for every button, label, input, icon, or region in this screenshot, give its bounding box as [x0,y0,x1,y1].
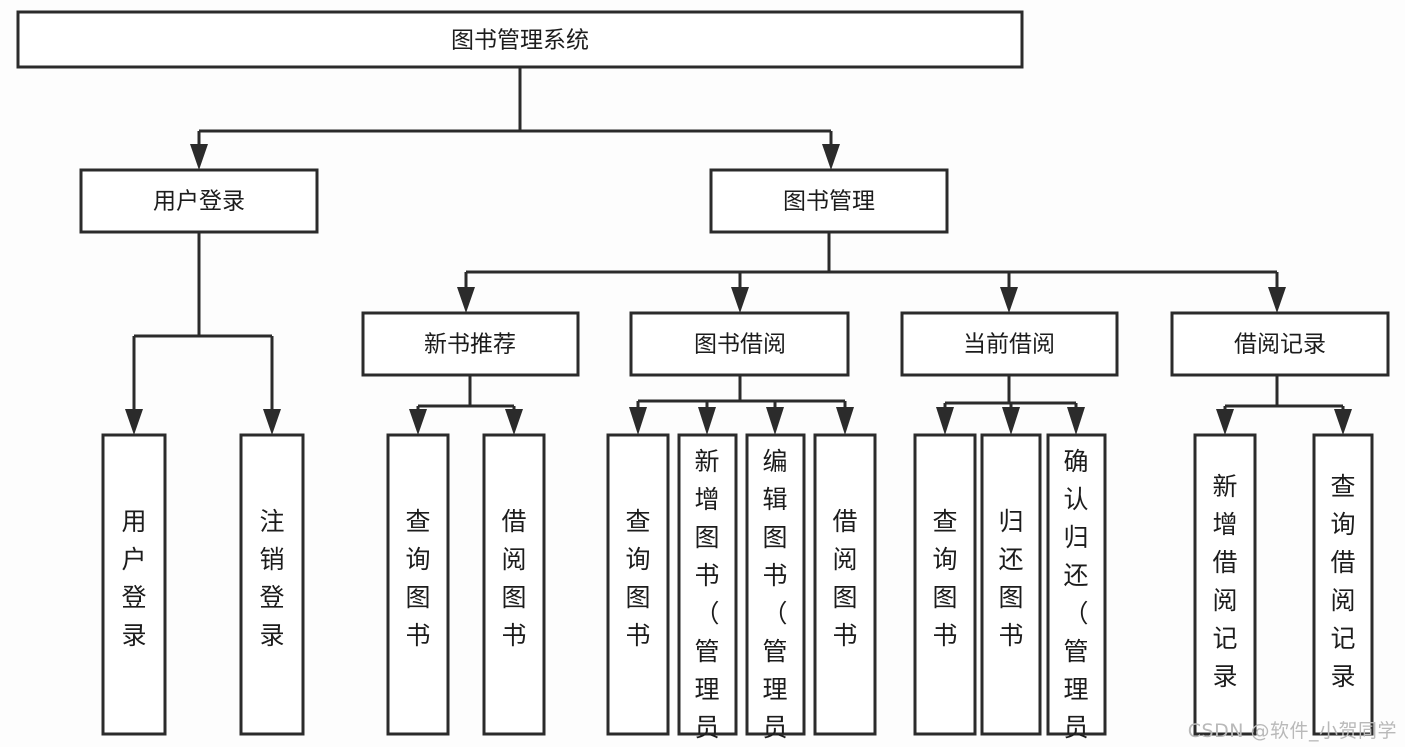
node-leaf-query-record-label: 查询借阅记录 [1330,472,1355,691]
arrowhead-user-login [190,144,208,170]
arrowhead-leaf-query-book-3 [936,407,954,435]
connector-group-borrow-record-to-leaves [1216,375,1352,435]
node-leaf-user-login-label: 用户登录 [121,507,146,650]
node-book-management[interactable]: 图书管理 [709,168,949,234]
arrowhead-leaf-query-record [1334,409,1352,435]
node-leaf-borrow-book-1-box[interactable] [482,433,546,736]
node-root-box[interactable] [16,10,1024,69]
node-leaf-add-record[interactable]: 新增借阅记录 [1193,433,1257,736]
arrowhead-leaf-return-book [1002,407,1020,435]
node-current-borrow[interactable]: 当前借阅 [900,311,1119,377]
node-leaf-user-login[interactable]: 用户登录 [101,433,167,736]
arrowhead-leaf-user-login [125,409,143,435]
node-root[interactable]: 图书管理系统 [16,10,1024,69]
node-leaf-add-book[interactable]: 新增图书（管理员） [677,433,738,747]
node-leaf-user-logout-label: 注销登录 [259,507,284,650]
node-new-book-recommend[interactable]: 新书推荐 [361,311,580,377]
arrowhead-book-management [822,144,840,170]
node-new-book-recommend-box[interactable] [361,311,580,377]
node-book-borrow-box[interactable] [629,311,850,377]
node-leaf-add-book-box[interactable] [677,433,738,736]
connector-group-current-borrow-to-leaves [936,375,1085,435]
node-leaf-add-book-label: 新增图书（管理员） [694,447,719,747]
arrowhead-leaf-user-logout [263,409,281,435]
node-leaf-user-logout[interactable]: 注销登录 [239,433,305,736]
node-user-login-label: 用户登录 [153,189,245,215]
node-leaf-user-login-box[interactable] [101,433,167,736]
node-leaf-return-book[interactable]: 归还图书 [980,433,1042,736]
connector-group-new-book-to-leaves [409,375,523,435]
node-leaf-query-record-box[interactable] [1312,433,1374,736]
node-leaf-borrow-book-2[interactable]: 借阅图书 [813,433,877,736]
node-leaf-borrow-book-1-label: 借阅图书 [501,507,526,650]
arrowhead-leaf-query-book-1 [409,409,427,435]
node-leaf-return-book-box[interactable] [980,433,1042,736]
node-book-borrow-label: 图书借阅 [694,332,786,358]
node-current-borrow-box[interactable] [900,311,1119,377]
node-current-borrow-label: 当前借阅 [963,332,1055,358]
node-borrow-record[interactable]: 借阅记录 [1170,311,1390,377]
connector-group-book-borrow-to-leaves [629,375,854,435]
arrowhead-current-borrow [1000,287,1018,313]
arrowhead-leaf-add-record [1216,409,1234,435]
connector-group-root-to-level2 [190,67,840,170]
node-leaf-query-book-3[interactable]: 查询图书 [913,433,977,736]
node-borrow-record-label: 借阅记录 [1234,332,1326,358]
node-leaf-query-book-3-label: 查询图书 [932,507,957,650]
node-leaf-query-book-1-label: 查询图书 [405,507,430,650]
node-leaf-edit-book-box[interactable] [745,433,806,736]
node-leaf-confirm-return-label: 确认归还（管理员） [1063,447,1088,747]
node-leaf-query-record[interactable]: 查询借阅记录 [1312,433,1374,736]
node-leaf-query-book-1-box[interactable] [386,433,450,736]
node-new-book-recommend-label: 新书推荐 [424,332,516,358]
node-leaf-query-book-1[interactable]: 查询图书 [386,433,450,736]
node-book-management-label: 图书管理 [783,189,875,215]
node-book-management-box[interactable] [709,168,949,234]
node-leaf-add-record-box[interactable] [1193,433,1257,736]
arrowhead-book-borrow [731,287,749,313]
arrowhead-borrow-record [1268,287,1286,313]
node-leaf-return-book-label: 归还图书 [998,507,1023,650]
node-leaf-borrow-book-2-label: 借阅图书 [832,507,857,650]
node-leaf-confirm-return-box[interactable] [1046,433,1107,736]
node-leaf-borrow-book-1[interactable]: 借阅图书 [482,433,546,736]
node-root-label: 图书管理系统 [451,28,589,54]
node-leaf-user-logout-box[interactable] [239,433,305,736]
node-leaf-edit-book-label: 编辑图书（管理员） [762,447,787,747]
node-user-login[interactable]: 用户登录 [79,168,319,234]
node-leaf-query-book-2[interactable]: 查询图书 [606,433,670,736]
arrowhead-leaf-borrow-book-1 [505,409,523,435]
arrowhead-leaf-borrow-book-2 [836,407,854,435]
node-user-login-box[interactable] [79,168,319,234]
node-leaf-edit-book[interactable]: 编辑图书（管理员） [745,433,806,747]
node-leaf-query-book-2-label: 查询图书 [625,507,650,650]
arrowhead-leaf-confirm-return [1067,407,1085,435]
arrowhead-new-book-recommend [457,287,475,313]
node-book-borrow[interactable]: 图书借阅 [629,311,850,377]
connector-group-book-management-to-level3 [457,232,1286,313]
node-leaf-query-book-2-box[interactable] [606,433,670,736]
arrowhead-leaf-query-book-2 [629,407,647,435]
arrowhead-leaf-edit-book [766,407,784,435]
node-leaf-add-record-label: 新增借阅记录 [1212,472,1237,691]
node-leaf-borrow-book-2-box[interactable] [813,433,877,736]
node-borrow-record-box[interactable] [1170,311,1390,377]
node-leaf-confirm-return[interactable]: 确认归还（管理员） [1046,433,1107,747]
node-leaf-query-book-3-box[interactable] [913,433,977,736]
connector-group-user-login-to-leaves [125,232,281,435]
arrowhead-leaf-add-book [698,407,716,435]
